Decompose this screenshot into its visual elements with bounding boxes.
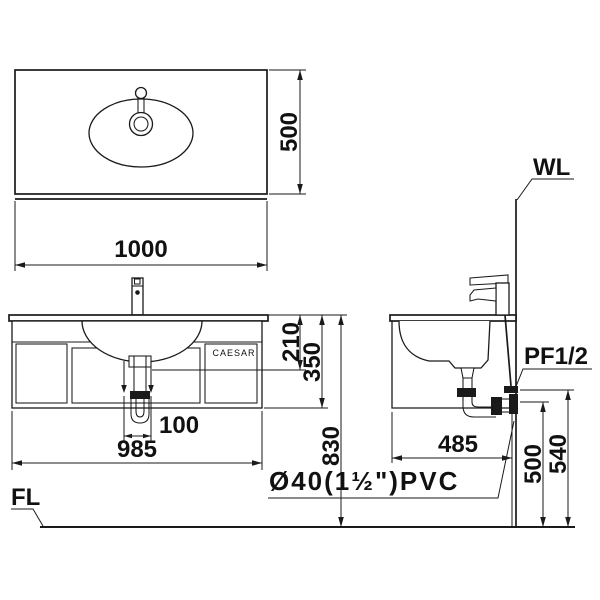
arrow-up-icon <box>540 402 546 412</box>
drain-stub-side <box>460 367 475 379</box>
faucet-stem-lines <box>137 98 145 114</box>
arrow-up-icon <box>565 390 571 400</box>
floor: FL <box>11 484 575 528</box>
bottle-trap-inner <box>135 399 145 418</box>
top-width-label: 1000 <box>114 236 167 263</box>
arrow-up-icon <box>319 315 325 325</box>
top-depth-label: 500 <box>276 112 303 152</box>
drain-spacing-extension-lines <box>123 396 152 441</box>
arrow-right-icon <box>143 433 151 439</box>
water-line-callout: WL <box>516 154 574 201</box>
counter-slab-side <box>389 314 517 322</box>
arrow-right-icon <box>252 460 262 466</box>
drain-tailpipe-front <box>133 367 147 391</box>
arrow-left-icon <box>124 433 132 439</box>
supply-leader <box>514 368 592 390</box>
floor-line-leader <box>11 508 44 527</box>
trap-elbow-inner <box>471 398 496 408</box>
drawer-left <box>15 343 68 404</box>
dim-top-width: 1000 <box>14 201 268 271</box>
cabinet-outline-side <box>391 321 511 409</box>
front-view: CAESAR 100 985 210 350 <box>8 277 347 527</box>
arrow-up-icon <box>338 315 344 325</box>
cabinet-width-extension-lines <box>11 411 263 470</box>
dim-top-depth: 500 <box>269 69 306 195</box>
supply-arrow-left-icon <box>121 385 127 393</box>
basin-depth-label: 210 <box>278 322 305 362</box>
trap-elbow-outer <box>462 398 496 418</box>
drain-outer-circle <box>128 111 154 137</box>
arrow-down-icon <box>565 517 571 527</box>
drain-spacing-label: 100 <box>159 412 199 439</box>
faucet-body-side <box>495 282 510 316</box>
drain-inner-circle <box>133 116 149 132</box>
trap-nut-front <box>130 391 150 399</box>
faucet-knob-circle <box>134 86 148 100</box>
dim-cabinet-height: 350 <box>264 315 328 409</box>
water-line-label: WL <box>533 154 570 181</box>
drain-flange-inner-lines <box>133 356 147 367</box>
drain-pipe-callout: Ø40(1½")PVC <box>268 420 515 499</box>
dim-basin-depth: 210 <box>152 315 306 371</box>
arrow-down-icon <box>297 360 303 370</box>
basin-bowl-side <box>398 320 491 369</box>
drawer-right <box>204 343 258 404</box>
arrow-left-icon <box>392 455 402 461</box>
cabinet-height-label: 350 <box>299 342 326 382</box>
dim-supply-height: 540 <box>520 389 574 527</box>
width-extension-lines <box>14 201 268 271</box>
faucet-front-icon <box>131 277 144 316</box>
arrow-left-icon <box>15 262 25 268</box>
supply-arrow-right-icon <box>148 385 154 393</box>
side-view: WL PF1/2 485 <box>268 154 592 527</box>
drain-flange-front <box>128 355 152 368</box>
supply-height-label: 540 <box>545 434 572 474</box>
outlet-union-nut <box>491 397 502 415</box>
dim-cabinet-width: 985 <box>11 411 263 470</box>
arrow-down-icon <box>338 517 344 527</box>
arrow-left-icon <box>12 460 22 466</box>
supply-lines-front <box>123 361 152 385</box>
faucet-notch <box>133 278 141 285</box>
drain-pipe-label: Ø40(1½")PVC <box>269 466 459 496</box>
faucet-dot <box>135 290 140 295</box>
counter-slab-front <box>8 314 269 322</box>
trap-nut-side <box>457 388 476 397</box>
bottle-trap-outer <box>130 399 150 424</box>
supply-wall-fitting <box>504 386 518 393</box>
supply-connection-label: PF1/2 <box>524 343 588 370</box>
arrow-right-icon <box>502 455 512 461</box>
drain-pipe-leader <box>268 420 515 499</box>
faucet-spout <box>469 287 497 302</box>
arrow-down-icon <box>297 184 303 194</box>
arrow-down-icon <box>540 517 546 527</box>
dim-side-depth: 485 <box>391 412 513 526</box>
supply-callout: PF1/2 <box>514 343 592 390</box>
dim-counter-height: 830 <box>318 315 345 527</box>
dim-drain-outlet-height: 500 <box>520 401 549 527</box>
floor-line-callout: FL <box>11 484 44 527</box>
drain-outlet-height-label: 500 <box>520 444 547 484</box>
supply-hose <box>504 314 512 387</box>
cabinet-width-label: 985 <box>117 436 157 463</box>
arrow-right-icon <box>257 262 267 268</box>
arrow-down-icon <box>319 398 325 408</box>
dim-drain-spacing: 100 <box>123 396 199 441</box>
brand-label: CAESAR <box>212 348 255 358</box>
wall-flange <box>509 394 518 414</box>
counter-height-label: 830 <box>318 426 345 466</box>
faucet-top-icon <box>128 86 154 137</box>
side-depth-label: 485 <box>438 431 478 458</box>
water-line-leader <box>516 178 574 201</box>
floor-line-label: FL <box>11 484 40 511</box>
top-view: 1000 500 <box>14 69 306 271</box>
faucet-side-icon <box>469 274 510 316</box>
arrow-up-icon <box>297 70 303 80</box>
arrow-up-icon <box>297 315 303 325</box>
